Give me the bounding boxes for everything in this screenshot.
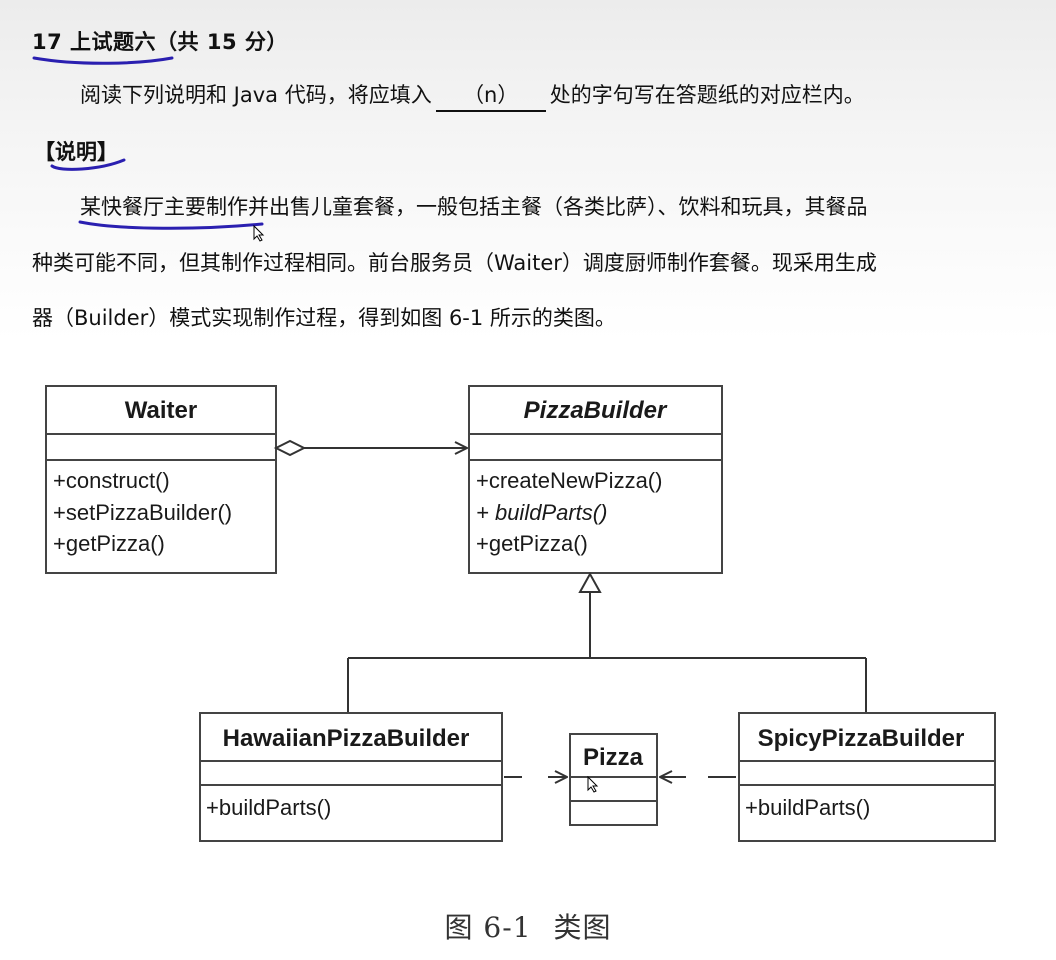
paragraph-line-3: 器（Builder）模式实现制作过程，得到如图 6-1 所示的类图。 — [32, 306, 616, 330]
instruction-before: 阅读下列说明和 Java 代码，将应填入 — [80, 83, 432, 107]
question-title: 17 上试题六（共 15 分） — [32, 30, 288, 54]
answer-blank: （n） — [435, 80, 546, 112]
class-waiter: Waiter +construct() +setPizzaBuilder() +… — [45, 385, 277, 574]
figure-label: 类图 — [553, 911, 612, 944]
waiter-op-construct: +construct() — [53, 468, 170, 493]
pizza-builder-op-getpizza: +getPizza() — [476, 531, 588, 556]
class-pizza-builder: PizzaBuilder +createNewPizza() + buildPa… — [468, 385, 723, 574]
waiter-op-getpizza: +getPizza() — [53, 531, 165, 556]
pizza-builder-op-createnewpizza: +createNewPizza() — [476, 468, 662, 493]
spicy-class-name: SpicyPizzaBuilder — [758, 725, 965, 752]
pizza-builder-op-buildparts: + buildParts() — [476, 500, 607, 525]
class-hawaiian-pizza-builder: HawaiianPizzaBuilder +buildParts() — [199, 712, 503, 842]
waiter-op-setpizzabuilder: +setPizzaBuilder() — [53, 500, 232, 525]
instruction-after: 处的字句写在答题纸的对应栏内。 — [549, 83, 865, 107]
paragraph-line-2: 种类可能不同，但其制作过程相同。前台服务员（Waiter）调度厨师制作套餐。现采… — [32, 251, 877, 275]
hawaiian-class-name: HawaiianPizzaBuilder — [223, 725, 470, 752]
paragraph-line-1: 某快餐厅主要制作并出售儿童套餐，一般包括主餐（各类比萨）、饮料和玩具，其餐品 — [80, 195, 868, 219]
aggregation-waiter-builder — [273, 439, 467, 457]
figure-number: 图 6-1 — [444, 911, 532, 944]
spicy-op-buildparts: +buildParts() — [745, 795, 870, 820]
figure-caption: 图 6-1 类图 — [0, 906, 1056, 946]
pizza-class-name: Pizza — [583, 744, 644, 771]
hawaiian-op-buildparts: +buildParts() — [206, 795, 331, 820]
class-spicy-pizza-builder: SpicyPizzaBuilder +buildParts() — [738, 712, 996, 842]
class-pizza: Pizza — [569, 733, 658, 826]
waiter-class-name: Waiter — [125, 397, 197, 424]
instruction-line: 阅读下列说明和 Java 代码，将应填入（n）处的字句写在答题纸的对应栏内。 — [80, 80, 865, 112]
generalization-tree — [347, 571, 867, 713]
pizza-builder-class-name: PizzaBuilder — [524, 397, 668, 424]
